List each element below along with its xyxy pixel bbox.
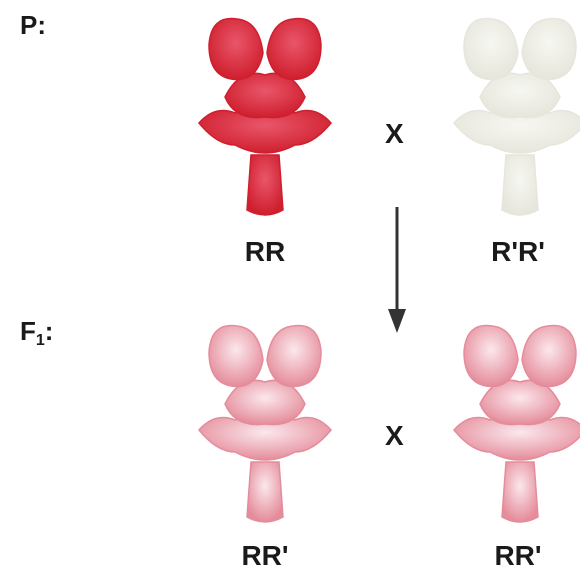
genotype-label-red: RR — [185, 236, 345, 268]
genotype-label-pink-right: RR' — [438, 540, 580, 572]
flower-upper-left-petal — [209, 326, 263, 387]
flower-tube — [247, 462, 283, 522]
f1-prefix: F — [20, 316, 36, 346]
p-label: P: — [20, 10, 46, 40]
flower-upper-left-petal — [464, 326, 518, 387]
flower-upper-left-petal — [209, 19, 263, 80]
flower-upper-left-petal — [464, 19, 518, 80]
flower-upper-right-petal — [522, 326, 576, 387]
flower-upper-right-petal — [522, 19, 576, 80]
down-arrow-icon — [385, 205, 409, 335]
cross-symbol-f1: X — [385, 420, 404, 452]
f1-generation-label: F1: — [20, 316, 53, 350]
flower-tube — [502, 155, 538, 215]
f1-subscript: 1 — [36, 332, 45, 349]
flower-pink-rrp-left — [185, 312, 345, 532]
genotype-label-white: R'R' — [438, 236, 580, 268]
flower-upper-right-petal — [267, 326, 321, 387]
flower-pink-rrp-right — [440, 312, 580, 532]
flower-tube — [247, 155, 283, 215]
genotype-label-pink-left: RR' — [185, 540, 345, 572]
cross-symbol-parental: X — [385, 118, 404, 150]
arrow-head — [388, 309, 406, 333]
f1-suffix: : — [45, 316, 54, 346]
flower-red-rr — [185, 5, 345, 225]
flower-tube — [502, 462, 538, 522]
flower-white-rprp — [440, 5, 580, 225]
parental-generation-label: P: — [20, 10, 46, 41]
flower-upper-right-petal — [267, 19, 321, 80]
